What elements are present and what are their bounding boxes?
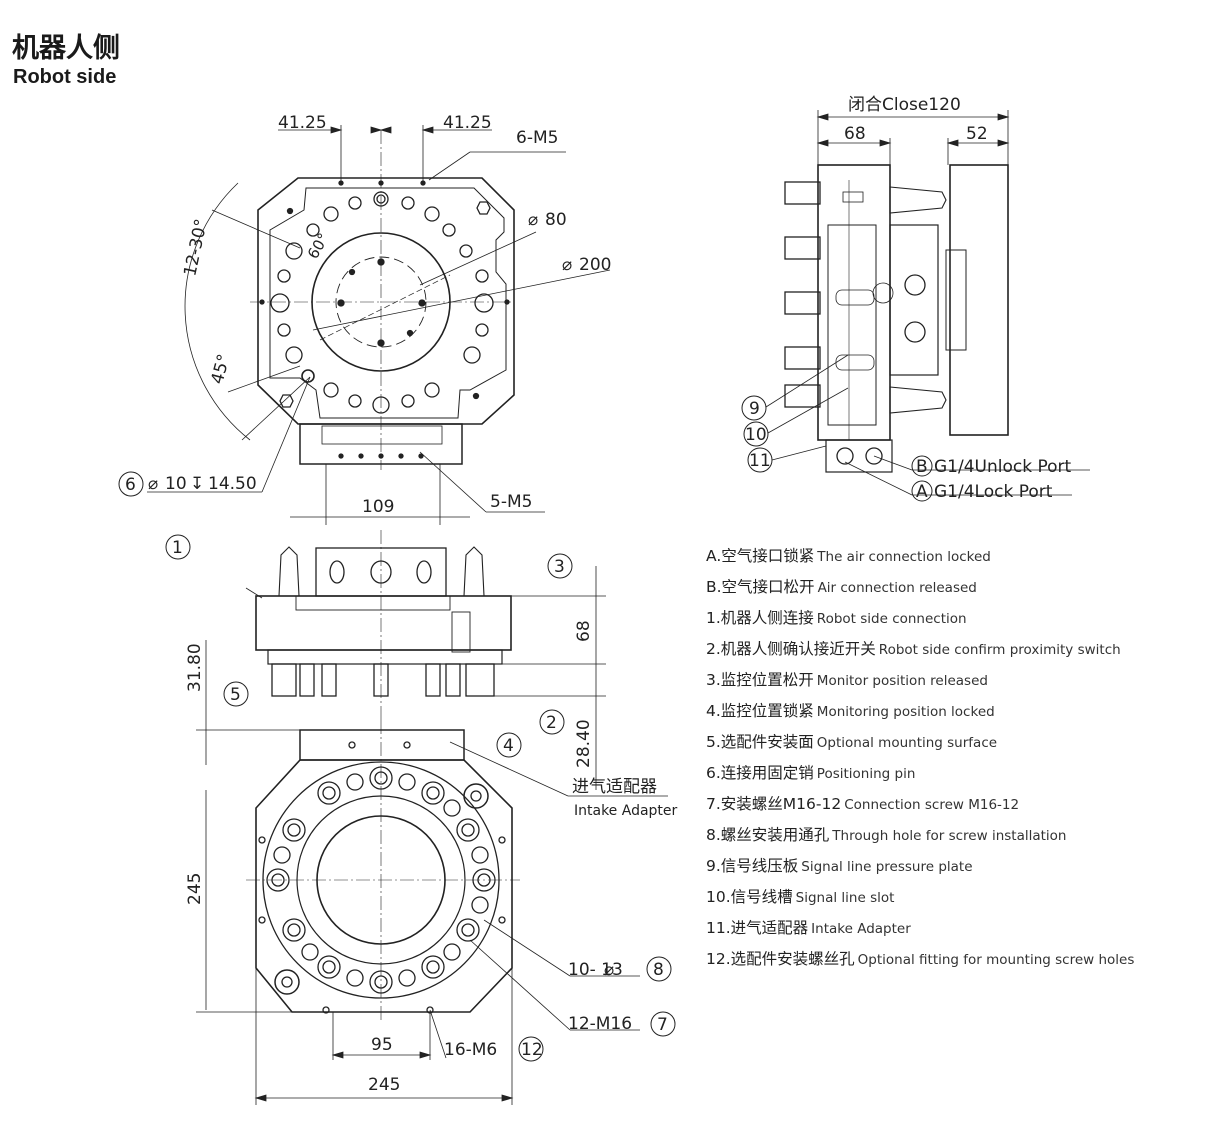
diameter-symbol-10: ⌀	[148, 474, 158, 494]
hole-label-16-m6: 16-M6	[444, 1040, 497, 1060]
top-view	[118, 125, 611, 525]
screw-label-12-m16: 12-M16	[568, 1014, 632, 1034]
dim-31-80: 31.80	[185, 643, 205, 692]
callout-8-label: 8	[653, 960, 664, 980]
intake-adapter-en: Intake Adapter	[574, 803, 678, 819]
hole-label-5-m5: 5-M5	[490, 492, 532, 512]
pin-depth-14-50: 14.50	[208, 474, 257, 494]
lock-port-label: G1/4Lock Port	[934, 482, 1053, 502]
dim-68-side: 68	[844, 124, 866, 144]
callout-3-label: 3	[554, 557, 565, 577]
dim-245-height: 245	[185, 873, 205, 905]
dim-28-40: 28.40	[574, 719, 594, 768]
intake-adapter-cn: 进气适配器	[572, 777, 657, 797]
callout-6-label: 6	[125, 475, 136, 495]
dim-52: 52	[966, 124, 988, 144]
callout-2-label: 2	[546, 713, 557, 733]
dim-245-width: 245	[368, 1075, 400, 1095]
page-title-en: Robot side	[13, 66, 117, 88]
close-120-label: 闭合Close120	[848, 95, 961, 115]
callout-1-label: 1	[172, 538, 183, 558]
top-view-labels: 41.25 41.25 6-M5 ⌀ 80 ⌀ 200 12-30° 60° 4…	[125, 113, 611, 517]
front-view	[165, 530, 606, 790]
hole-label-6-m5: 6-M5	[516, 128, 558, 148]
diameter-symbol-80: ⌀	[528, 210, 538, 230]
pin-diameter-10: 10	[165, 474, 187, 494]
hole-label-10-13: 10- 13	[568, 960, 623, 980]
bottom-view-labels: 4 进气适配器 Intake Adapter 245 245 95 10- 13…	[185, 736, 678, 1095]
dim-dia-80: 80	[545, 210, 567, 230]
callout-4-label: 4	[503, 736, 514, 756]
side-view	[741, 110, 1090, 502]
angle-12-30: 12-30°	[180, 217, 212, 278]
dim-68-front: 68	[574, 620, 594, 642]
front-view-labels: 1 3 5 2 68 31.80 28.40	[172, 538, 594, 768]
callout-5-label: 5	[230, 685, 241, 705]
callout-7-label: 7	[657, 1015, 668, 1035]
dim-41-25-right: 41.25	[443, 113, 492, 133]
callout-10-label: 10	[745, 425, 767, 445]
callout-11-label: 11	[749, 451, 771, 471]
dim-109: 109	[362, 497, 394, 517]
dim-95: 95	[371, 1035, 393, 1055]
unlock-port-label: G1/4Unlock Port	[934, 457, 1072, 477]
callout-12-label: 12	[521, 1040, 543, 1060]
dim-41-25-left: 41.25	[278, 113, 327, 133]
dim-dia-200: 200	[579, 255, 611, 275]
callout-a-label: A	[916, 482, 928, 502]
page-title-cn: 机器人侧	[12, 33, 120, 64]
callout-9-label: 9	[749, 399, 760, 419]
depth-symbol: ↧	[190, 474, 204, 494]
diameter-symbol-200: ⌀	[562, 255, 572, 275]
bottom-view	[196, 720, 676, 1105]
angle-45: 45°	[208, 352, 235, 386]
side-view-labels: 闭合Close120 68 52 9 10 11 B G1/4Unlock Po…	[745, 95, 1072, 502]
diameter-symbol-13: ⌀	[604, 960, 614, 980]
callout-b-label: B	[916, 457, 928, 477]
